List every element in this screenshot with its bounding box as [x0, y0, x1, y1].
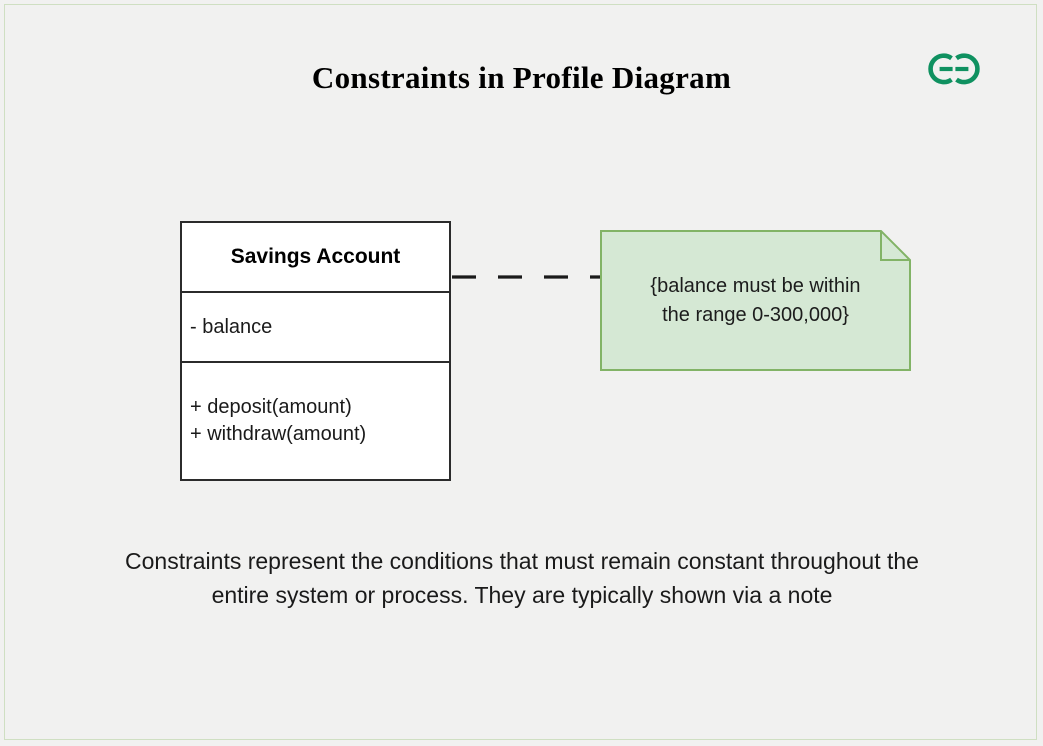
caption-text: Constraints represent the conditions tha…	[125, 548, 919, 608]
uml-class-savings-account[interactable]: Savings Account - balance + deposit(amou…	[180, 221, 451, 481]
note-line-1: {balance must be within	[650, 274, 861, 297]
page-title: Constraints in Profile Diagram	[311, 60, 732, 95]
constraint-note[interactable]: {balance must be within the range 0-300,…	[600, 230, 911, 371]
slide-frame-border	[4, 4, 1037, 740]
geeksforgeeks-logo	[921, 46, 987, 92]
operation-deposit: + deposit(amount)	[190, 396, 352, 418]
constraint-note-text: {balance must be within the range 0-300,…	[600, 230, 911, 371]
class-attributes-compartment: - balance	[182, 293, 449, 363]
class-name-compartment: Savings Account	[182, 223, 449, 293]
operation-withdraw: + withdraw(amount)	[190, 423, 367, 445]
note-line-2: the range 0-300,000}	[662, 303, 849, 326]
class-operations-compartment: + deposit(amount) + withdraw(amount)	[182, 363, 449, 479]
class-name-label: Savings Account	[230, 245, 401, 268]
dashed-link-connector	[452, 266, 602, 279]
attribute-balance: - balance	[190, 315, 273, 338]
